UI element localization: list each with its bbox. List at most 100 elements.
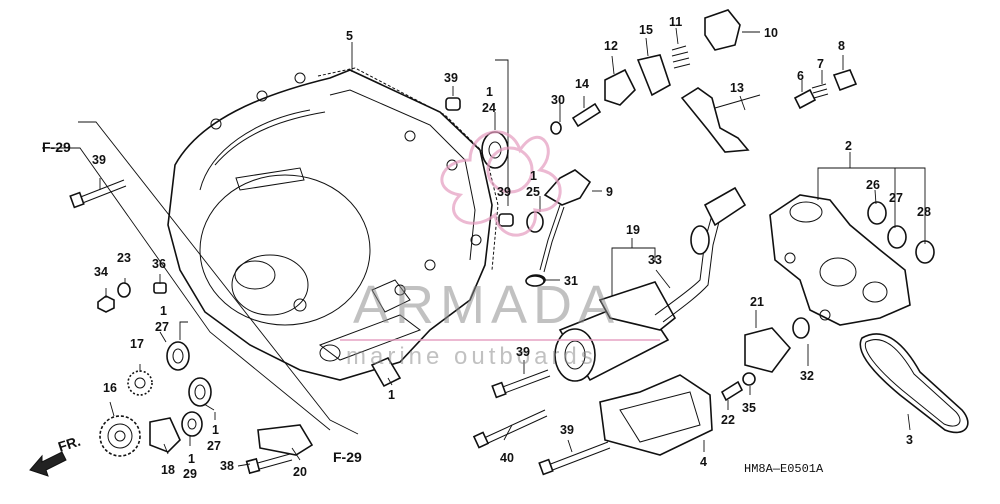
callout-1c: 1 xyxy=(388,388,395,402)
callout-21: 21 xyxy=(750,295,764,309)
callout-labels: 5 39 1 24 1 39 25 30 14 12 15 11 10 13 6… xyxy=(92,15,931,481)
callout-36: 36 xyxy=(152,257,166,271)
bolt-1 xyxy=(370,356,402,388)
rear-crankcase-cover xyxy=(167,69,493,381)
callout-39b: 39 xyxy=(516,345,530,359)
callout-4: 4 xyxy=(700,455,707,469)
shift-arm-13 xyxy=(680,87,761,153)
callout-1a: 1 xyxy=(486,85,493,99)
starter-cover xyxy=(599,374,713,456)
bracket-20 xyxy=(257,424,314,456)
bearing-28 xyxy=(915,240,935,264)
callout-3: 3 xyxy=(906,433,913,447)
watermark-tagline: marine outboards xyxy=(346,343,597,370)
gear-17 xyxy=(127,370,153,396)
callout-23: 23 xyxy=(117,251,131,265)
spring-7 xyxy=(811,83,829,99)
bolt-22 xyxy=(720,380,744,402)
callout-34: 34 xyxy=(94,265,108,279)
callout-12: 12 xyxy=(604,39,618,53)
bolt-39c xyxy=(538,441,611,476)
callout-9: 9 xyxy=(606,185,613,199)
bearing-29 xyxy=(181,411,203,437)
oring-31 xyxy=(525,275,545,287)
plate-12 xyxy=(604,68,636,106)
washer-30 xyxy=(550,121,562,135)
dowel-37a xyxy=(445,97,461,111)
callout-33: 33 xyxy=(648,253,662,267)
callout-1f: 1 xyxy=(160,304,167,318)
dowel-36 xyxy=(153,282,167,294)
watermark-brand: ARMADA xyxy=(353,275,620,335)
callout-5: 5 xyxy=(346,29,353,43)
callout-27a: 27 xyxy=(155,320,169,334)
callout-35: 35 xyxy=(742,401,756,415)
washer-35 xyxy=(742,372,756,386)
callout-2: 2 xyxy=(845,139,852,153)
callout-39a: 39 xyxy=(92,153,106,167)
callout-22: 22 xyxy=(721,413,735,427)
bolt-39b xyxy=(491,369,551,399)
callout-17: 17 xyxy=(130,337,144,351)
washer-23 xyxy=(117,282,131,298)
callout-28: 28 xyxy=(917,205,931,219)
callout-20: 20 xyxy=(293,465,307,479)
callout-1b: 1 xyxy=(530,169,537,183)
diagram-code: HM8A—E0501A xyxy=(744,462,824,476)
bearing-27c xyxy=(887,225,907,249)
front-arrow-icon xyxy=(29,451,67,477)
leader-lines xyxy=(42,27,926,467)
cover-gasket xyxy=(317,67,499,271)
watermark: ARMADA marine outboards xyxy=(340,130,660,370)
callout-11: 11 xyxy=(669,15,682,29)
callout-29: 29 xyxy=(183,467,197,481)
watermark-logo xyxy=(440,130,562,237)
bearing-27b xyxy=(188,377,212,407)
callout-16: 16 xyxy=(103,381,117,395)
callout-40: 40 xyxy=(500,451,514,465)
callout-30: 30 xyxy=(551,93,565,107)
callout-25: 25 xyxy=(526,185,540,199)
gear-16 xyxy=(99,415,141,457)
ref-f29-top: F-29 xyxy=(42,139,71,155)
oring-32 xyxy=(792,317,810,339)
callout-7: 7 xyxy=(817,57,824,71)
spring-11 xyxy=(671,45,691,69)
bolt-38 xyxy=(245,453,293,475)
callout-14: 14 xyxy=(575,77,589,91)
plate-15 xyxy=(636,54,671,97)
callout-26: 26 xyxy=(866,178,880,192)
bearing-27a xyxy=(166,341,190,371)
bolt-6 xyxy=(793,88,817,110)
water-pump-housing xyxy=(769,194,911,326)
callout-1d: 1 xyxy=(188,452,195,466)
bolt-14 xyxy=(571,102,602,128)
callout-31: 31 xyxy=(564,274,578,288)
bearing-26 xyxy=(867,201,887,225)
reference-labels: F-29 F-29 FR. HM8A—E0501A xyxy=(42,139,824,476)
callout-37a: 39 xyxy=(444,71,458,85)
sensor-21 xyxy=(744,327,792,373)
sensor-10 xyxy=(704,9,741,51)
plate-18 xyxy=(149,417,181,453)
gasket-loop xyxy=(859,333,969,434)
callout-27b: 27 xyxy=(207,439,221,453)
callout-13: 13 xyxy=(730,81,744,95)
callout-6: 6 xyxy=(797,69,804,83)
bolt-40 xyxy=(472,409,548,449)
plug-8 xyxy=(832,69,858,92)
callout-38: 38 xyxy=(220,459,234,473)
callout-18: 18 xyxy=(161,463,175,477)
callout-37b: 39 xyxy=(497,185,511,199)
callout-39c: 39 xyxy=(560,423,574,437)
callout-10: 10 xyxy=(764,26,778,40)
ref-front: FR. xyxy=(56,433,82,455)
callout-32: 32 xyxy=(800,369,814,383)
callout-19: 19 xyxy=(626,223,640,237)
nut-34 xyxy=(97,295,115,313)
callout-1e: 1 xyxy=(212,423,219,437)
callout-8: 8 xyxy=(838,39,845,53)
bolt-39a xyxy=(69,179,127,209)
